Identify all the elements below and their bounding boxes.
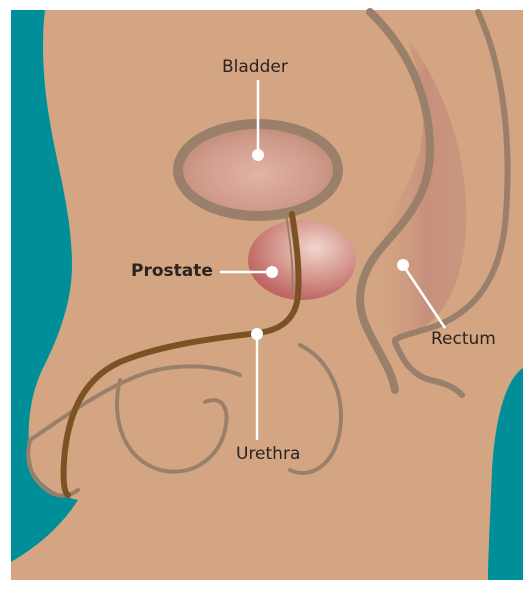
prostate-label: Prostate: [131, 263, 213, 280]
urethra-label: Urethra: [236, 446, 300, 463]
urethra-pointer-dot: [251, 328, 263, 340]
rectum-pointer-dot: [397, 259, 409, 271]
prostate-shape: [248, 220, 356, 300]
rectum-label: Rectum: [431, 331, 496, 348]
bladder-label: Bladder: [222, 59, 288, 76]
prostate-pointer-dot: [266, 266, 278, 278]
bladder-pointer-dot: [252, 149, 264, 161]
